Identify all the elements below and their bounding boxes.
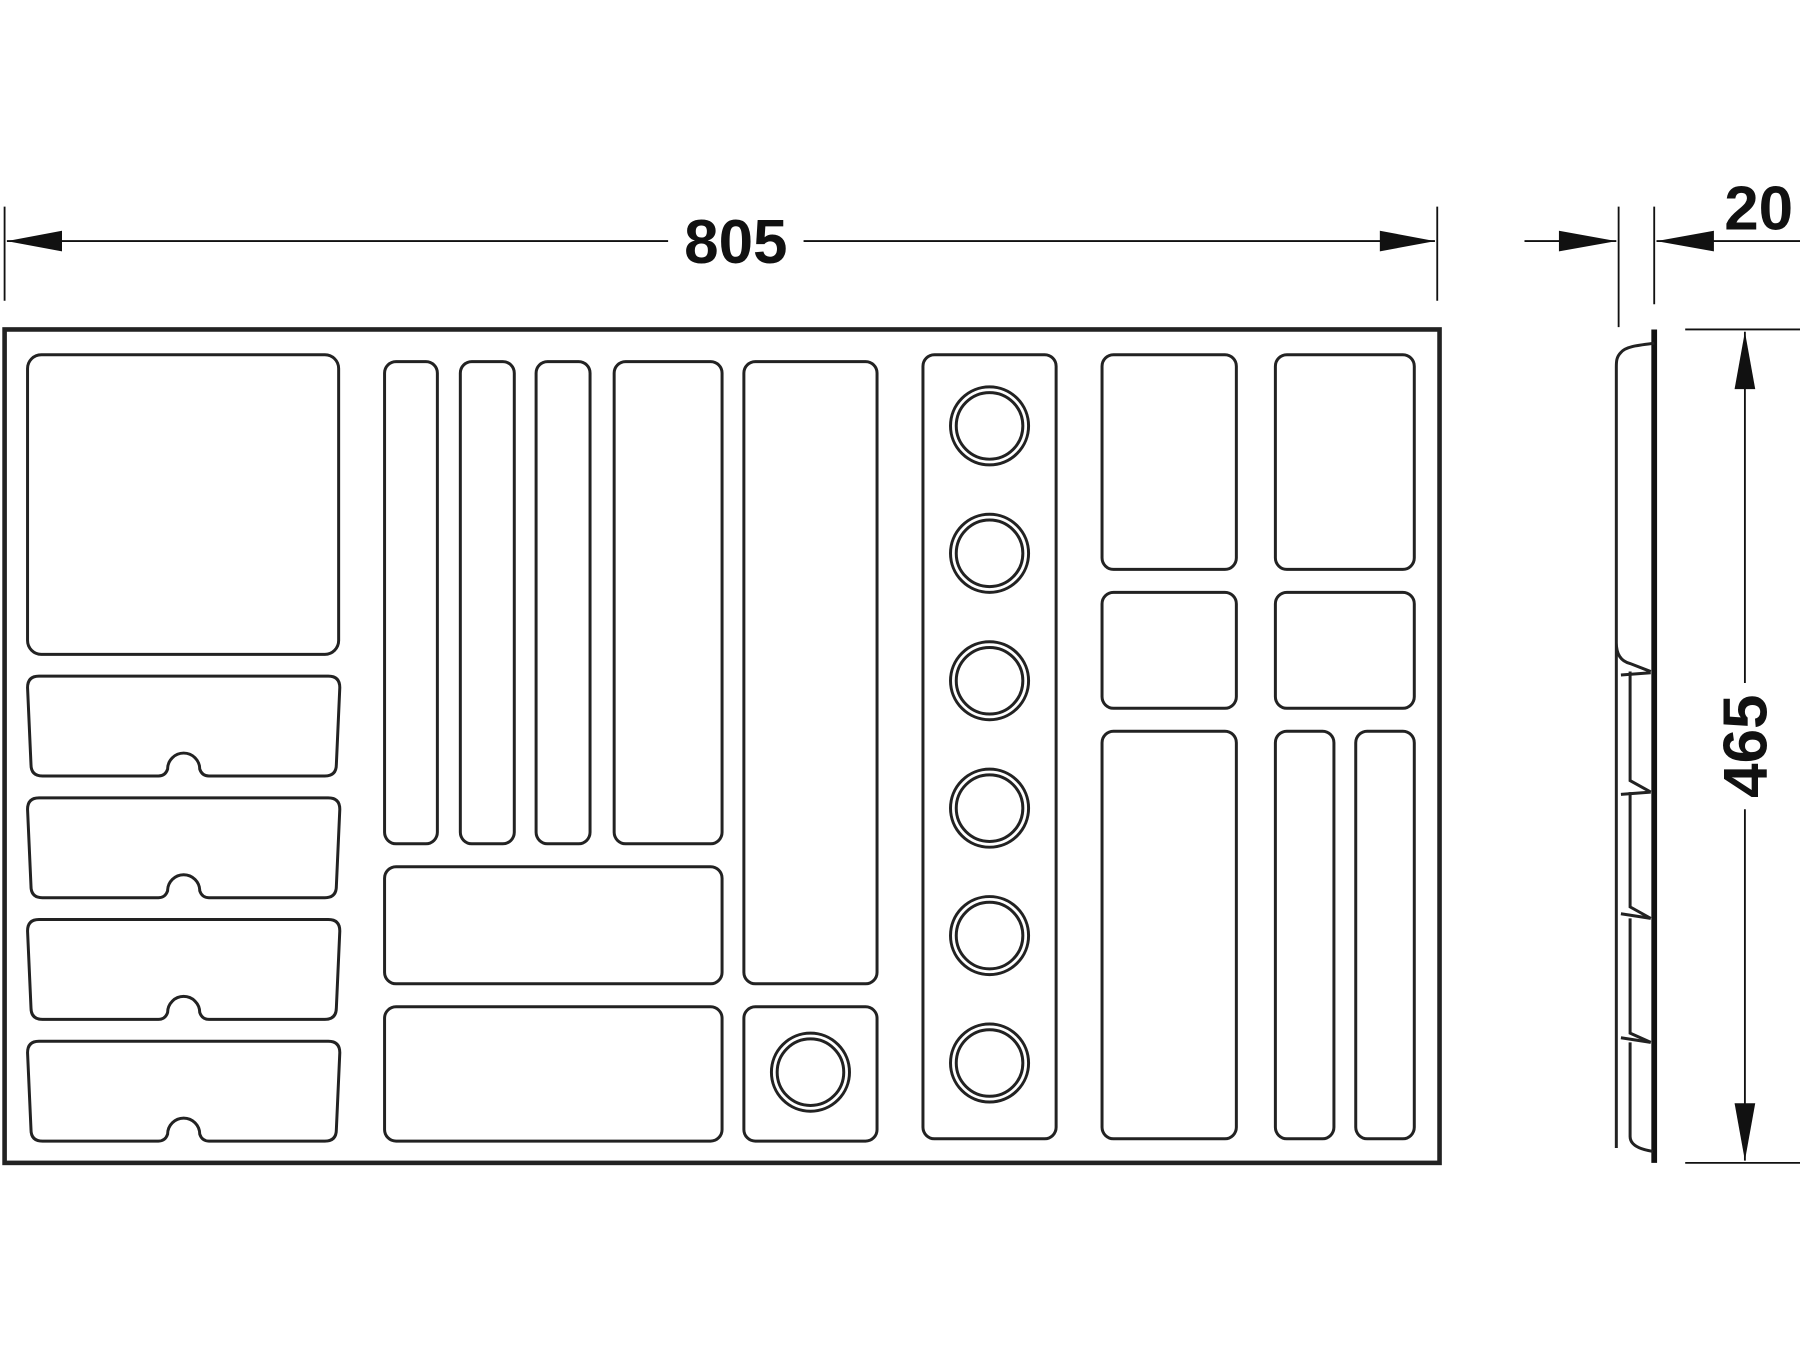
compartment-with-holder <box>742 1005 879 1143</box>
compartment-tall <box>742 360 879 986</box>
compartment-slot <box>1273 729 1336 1141</box>
round-holder <box>949 1022 1031 1104</box>
compartment-large <box>26 353 341 656</box>
arrow-up-icon <box>1734 331 1756 390</box>
height-dimension: 465 <box>1685 328 1800 1164</box>
width-label: 805 <box>684 208 787 277</box>
compartments <box>26 353 1416 1143</box>
round-holder <box>949 640 1031 722</box>
width-dimension: 805 <box>3 206 1439 301</box>
compartment-slot <box>458 360 516 846</box>
round-holder <box>949 385 1031 467</box>
compartment-slot <box>534 360 592 846</box>
arrow-down-icon <box>1734 1103 1756 1161</box>
compartment-horizontal <box>383 865 724 986</box>
arrow-right-icon <box>1379 230 1435 252</box>
compartment-notched-tray <box>26 674 342 778</box>
round-holder <box>949 895 1031 977</box>
side-profile <box>1614 329 1658 1163</box>
round-holder <box>769 1031 851 1113</box>
round-holder <box>949 767 1031 849</box>
compartment-slot <box>612 360 724 846</box>
depth-dimension: 20 <box>1524 175 1800 328</box>
compartment <box>1273 590 1416 710</box>
compartment <box>1100 590 1238 710</box>
round-holder <box>949 512 1031 594</box>
compartment <box>1273 353 1416 571</box>
height-label: 465 <box>1712 694 1781 797</box>
compartment-spice-column <box>921 353 1058 1141</box>
compartment-slot <box>383 360 439 846</box>
compartment-notched-tray <box>26 918 342 1021</box>
arrow-left-icon <box>1656 230 1714 252</box>
compartment-notched-tray <box>26 796 342 900</box>
arrow-right-icon <box>1558 230 1617 252</box>
compartment-slot <box>1354 729 1416 1141</box>
compartment <box>1100 353 1238 571</box>
tray-outline <box>2 327 1442 1166</box>
arrow-left-icon <box>6 230 62 252</box>
depth-label: 20 <box>1724 175 1793 244</box>
compartment-notched-tray <box>26 1039 342 1143</box>
compartment-horizontal <box>383 1005 724 1143</box>
compartment <box>1100 729 1238 1141</box>
